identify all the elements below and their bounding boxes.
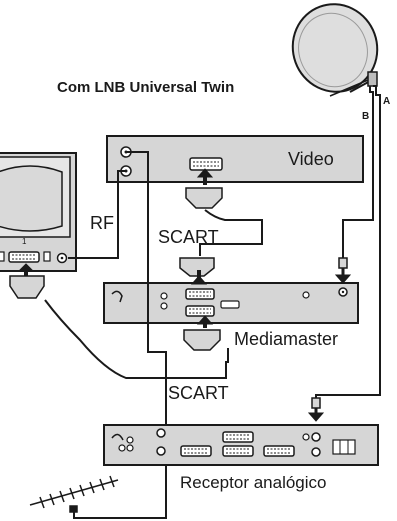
lnb-output-a-label: A	[383, 96, 391, 107]
lnb-twin	[367, 71, 378, 87]
terrestrial-antenna	[29, 475, 119, 513]
mediamaster-receiver	[103, 282, 359, 324]
satellite-dish	[291, 3, 379, 97]
video-scart-port	[189, 157, 223, 171]
video-label: Video	[288, 149, 334, 169]
rf-label: RF	[90, 213, 114, 233]
mediamaster-label: Mediamaster	[234, 329, 339, 349]
scart-label-top: SCART	[158, 227, 219, 247]
scart-plug-video	[185, 187, 223, 209]
scart-plugs	[9, 187, 223, 351]
f-connectors	[311, 257, 348, 409]
scart-label-bottom: SCART	[168, 383, 229, 403]
diagram-title: Com LNB Universal Twin	[57, 79, 235, 96]
scart-plug-mediamaster-bottom	[183, 329, 221, 351]
lnb-output-b-label: B	[362, 111, 370, 122]
lnb-cables	[315, 85, 381, 400]
analog-receiver	[103, 424, 379, 466]
scart-plug-tv	[9, 275, 45, 299]
tv-channel-label: 1	[22, 237, 27, 246]
analog-receiver-label: Receptor analógico	[180, 473, 327, 492]
cables	[44, 151, 263, 519]
scart-plug-mediamaster-top	[179, 257, 215, 277]
television	[0, 152, 77, 272]
